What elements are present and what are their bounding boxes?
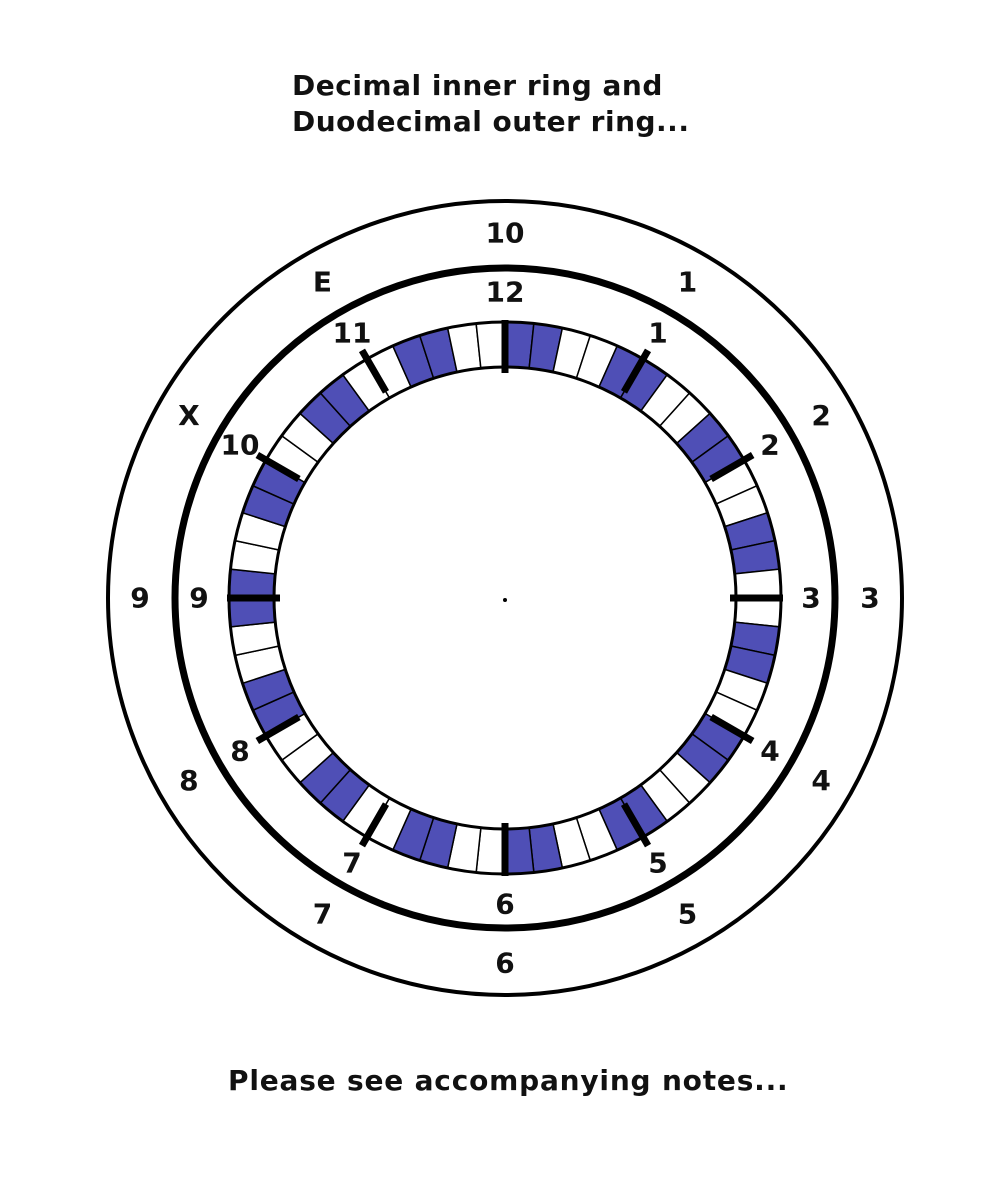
inner-ring-label: 3	[801, 582, 820, 615]
outer-ring-label: 4	[811, 764, 830, 797]
outer-ring-label: 3	[860, 582, 879, 615]
outer-ring-label: 10	[486, 217, 525, 250]
outer-ring-label: E	[313, 265, 332, 298]
inner-ring-label: 6	[495, 888, 514, 921]
outer-ring-label: X	[178, 399, 200, 432]
outer-ring-boundary	[106, 199, 904, 997]
inner-ring-label: 11	[333, 316, 372, 349]
ring-segment	[475, 321, 506, 370]
inner-ring-label: 9	[189, 582, 208, 615]
ring-segment	[733, 568, 782, 599]
inner-ring-label: 7	[342, 847, 361, 880]
segment-band	[228, 321, 782, 875]
title: Decimal inner ring and Duodecimal outer …	[292, 68, 812, 140]
inner-ring-label: 10	[221, 429, 260, 462]
footer-note: Please see accompanying notes...	[228, 1064, 789, 1097]
title-line-1: Decimal inner ring and	[292, 69, 663, 102]
inner-ring-label: 2	[760, 429, 779, 462]
inner-ring-label: 12	[486, 276, 525, 309]
outer-ring-label: 2	[811, 399, 830, 432]
outer-ring-label: 8	[179, 764, 198, 797]
outer-ring-label: 6	[495, 947, 514, 980]
hour-tick	[358, 348, 390, 394]
inner-ring-label: 1	[648, 316, 667, 349]
outer-ring-label: 5	[678, 898, 697, 931]
inner-ring-label: 8	[230, 735, 249, 768]
inner-ring-boundary	[171, 264, 839, 932]
outer-ring-label: 9	[130, 582, 149, 615]
hour-tick	[709, 713, 755, 745]
hour-ticks	[227, 320, 783, 876]
hour-tick	[709, 451, 755, 483]
ring-segment	[228, 597, 277, 628]
inner-ring-label: 5	[648, 847, 667, 880]
hour-tick	[620, 348, 652, 394]
inner-ring-label: 4	[760, 735, 779, 768]
title-line-2: Duodecimal outer ring...	[292, 105, 690, 138]
outer-ring-label: 7	[313, 898, 332, 931]
hour-tick	[255, 451, 301, 483]
ring-segment	[504, 826, 535, 875]
hour-tick	[358, 802, 390, 848]
center-dot	[503, 598, 507, 602]
hour-tick	[255, 713, 301, 745]
outer-ring-label: 1	[678, 265, 697, 298]
hour-tick	[620, 802, 652, 848]
